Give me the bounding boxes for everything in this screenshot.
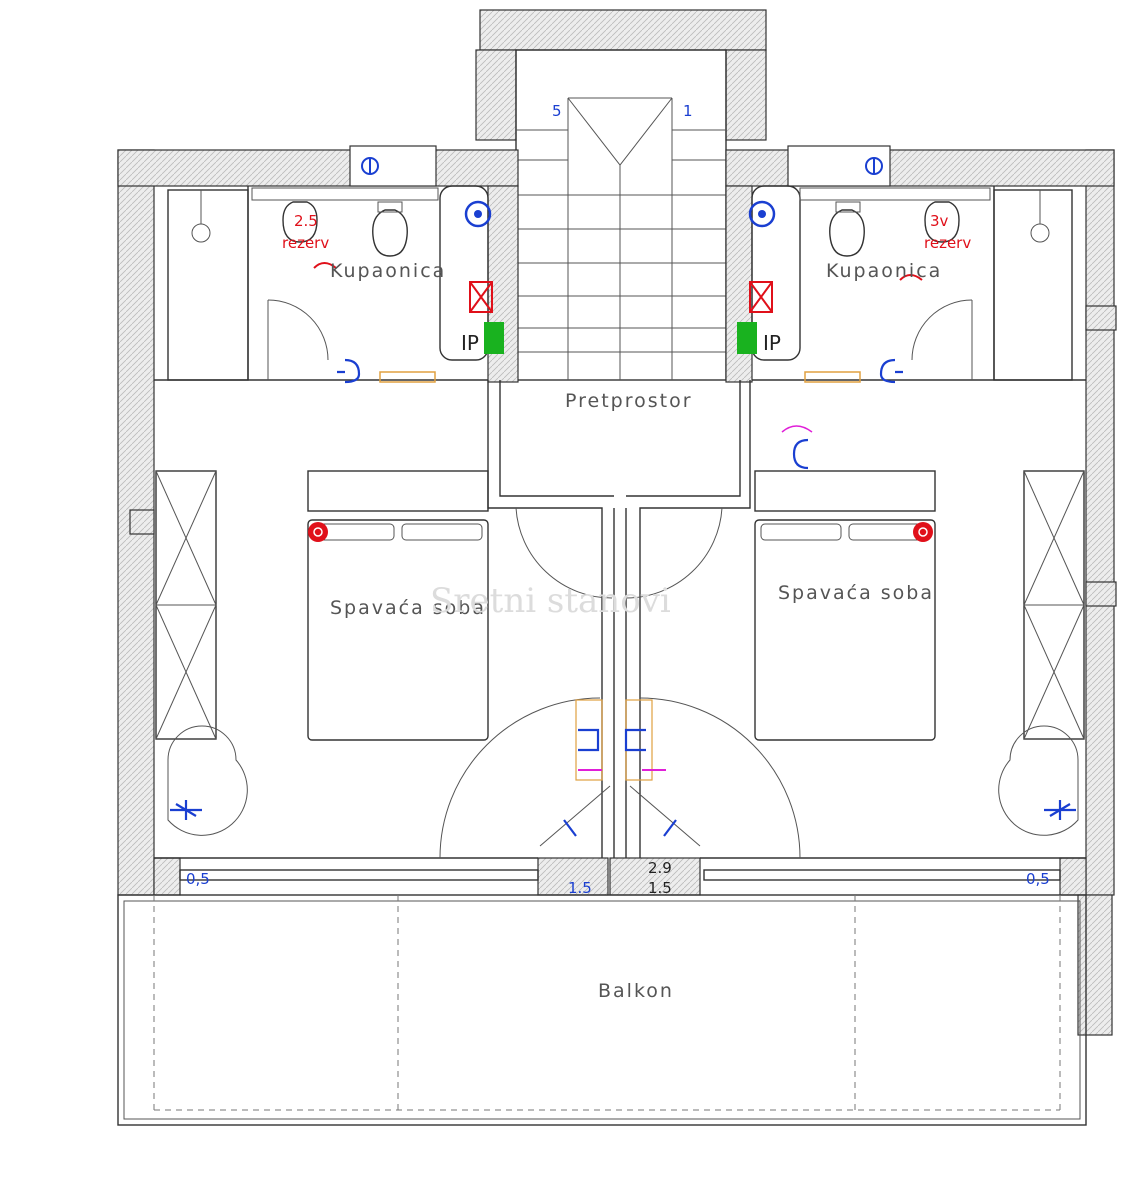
exterior-walls: [117, 145, 1117, 1036]
left-bedroom: Spavaća soba 0,5: [155, 470, 601, 888]
room-label-bathroom-right: Kupaonica: [826, 260, 942, 282]
right-bathroom: IP 3v rezerv Kupaonica: [737, 157, 1073, 384]
switch-left-icon: [337, 358, 361, 384]
stair-dim-right: 1: [683, 102, 693, 120]
outlet-right-icon: [913, 522, 933, 542]
reserve-right-number: 3v: [930, 212, 949, 230]
room-label-bedroom-left: Spavaća soba: [330, 597, 486, 619]
stair-dim-left: 5: [552, 102, 562, 120]
stair-tower: 5 1: [475, 9, 767, 381]
ip-box-right: [737, 322, 757, 354]
hallway: Pretprostor: [515, 390, 813, 599]
hall-switch-icon: [792, 438, 809, 470]
left-bathroom: IP 2.5 rezerv Kupaonica: [167, 157, 504, 384]
balcony: [117, 869, 1087, 1126]
ip-label-left: IP: [461, 331, 479, 355]
outlet-left-icon: [308, 522, 328, 542]
socket-right-icon: [748, 200, 776, 228]
room-label-bathroom-left: Kupaonica: [330, 260, 446, 282]
dim-center-bottom-left: 1.5: [568, 879, 592, 897]
center-closets: [539, 699, 701, 847]
antenna-right-icon: [1044, 800, 1076, 820]
reserve-left-number: 2.5: [294, 212, 318, 230]
room-label-hallway: Pretprostor: [565, 390, 693, 412]
reserve-left-word: rezerv: [282, 234, 329, 252]
antenna-left-icon: [170, 800, 202, 820]
ip-box-left: [484, 322, 504, 354]
right-bedroom: Spavaća soba 0,5: [639, 470, 1085, 888]
watermark: Sretni stanovi: [430, 581, 671, 621]
room-label-balcony: Balkon: [598, 980, 674, 1002]
reserve-right-word: rezerv: [924, 234, 971, 252]
dim-right-edge: 0,5: [1026, 870, 1050, 888]
ip-label-right: IP: [763, 331, 781, 355]
dim-center-top: 2.9: [648, 859, 672, 877]
socket-left-icon: [464, 200, 492, 228]
switch-right-icon: [879, 358, 903, 384]
room-label-bedroom-right: Spavaća soba: [778, 582, 934, 604]
dim-center-bottom-right: 1.5: [648, 879, 672, 897]
dim-left-edge: 0,5: [186, 870, 210, 888]
boiler-left-icon: [469, 281, 493, 313]
boiler-right-icon: [749, 281, 773, 313]
stair-treads: [516, 97, 726, 380]
